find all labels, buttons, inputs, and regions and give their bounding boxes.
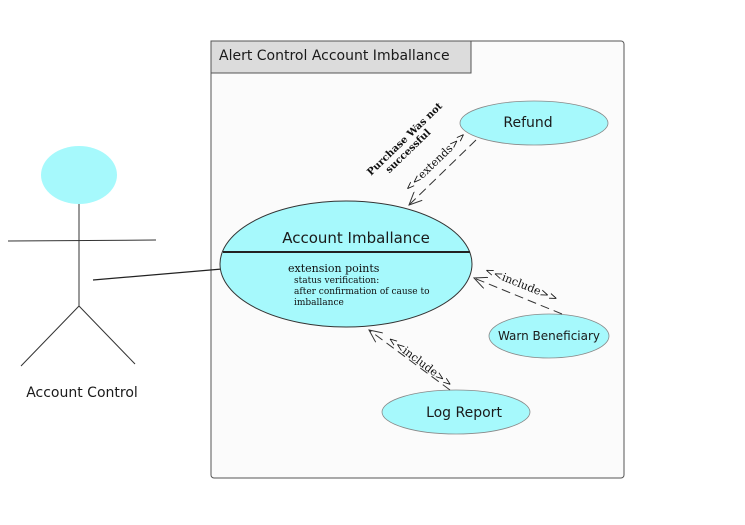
- usecase-main-ellipse: [219, 200, 473, 328]
- extension-heading: extension points: [288, 262, 380, 275]
- system-title: Alert Control Account Imballance: [219, 48, 450, 64]
- extension-line-2: after confirmation of cause to: [294, 287, 430, 297]
- usecase-refund-name: Refund: [503, 115, 552, 131]
- extends-arrow: [409, 139, 477, 205]
- actor-right-leg: [78, 305, 136, 365]
- extension-line-1: status verification:: [294, 276, 379, 286]
- usecase-warn-name: Warn Beneficiary: [498, 329, 600, 343]
- usecase-log-name: Log Report: [426, 405, 502, 421]
- usecase-refund: Refund: [459, 100, 609, 146]
- extension-line-3: imballance: [294, 298, 344, 308]
- actor-head: [41, 146, 117, 204]
- system-title-box: [210, 40, 472, 74]
- include-arrow-log: [369, 330, 451, 391]
- usecase-log-report: Log Report: [381, 389, 531, 435]
- actor-arms: [7, 239, 157, 242]
- include-arrow-warn: [474, 278, 563, 315]
- actor-name: Account Control: [26, 385, 138, 401]
- usecase-account-imballance: Account Imballance extension points stat…: [219, 200, 473, 328]
- association-line: [92, 268, 223, 281]
- usecase-main-name: Account Imballance: [282, 229, 430, 247]
- usecase-log-ellipse: [381, 389, 531, 435]
- actor-left-leg: [20, 305, 80, 367]
- usecase-refund-ellipse: [459, 100, 609, 146]
- usecase-warn-ellipse: [488, 313, 610, 359]
- usecase-warn-beneficiary: Warn Beneficiary: [488, 313, 610, 359]
- actor-account-control: Account Control: [7, 146, 157, 401]
